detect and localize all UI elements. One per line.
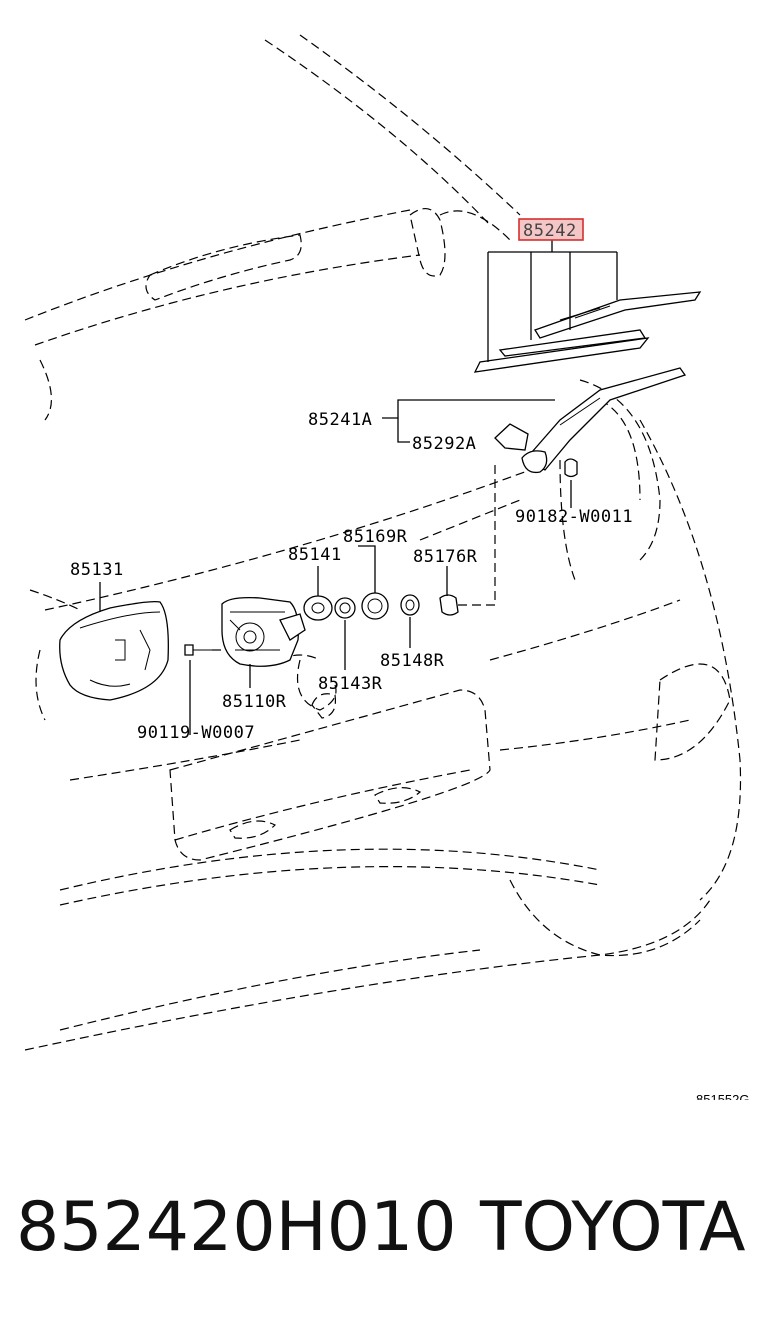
- cushion-85169r[interactable]: [361, 592, 389, 620]
- callout-90182-w0011[interactable]: 90182-W0011: [515, 507, 633, 527]
- arm-leader-lines: [382, 399, 572, 606]
- brand-name: TOYOTA: [480, 1188, 746, 1267]
- motor-cover[interactable]: [59, 600, 169, 701]
- callout-85242-label: 85242: [523, 221, 577, 241]
- grommet-85141[interactable]: [303, 595, 333, 621]
- callout-85148r[interactable]: 85148R: [380, 651, 445, 671]
- wiper-blade-leader-lines: [487, 240, 618, 362]
- callout-85292a[interactable]: 85292A: [412, 434, 476, 454]
- cap-85176r[interactable]: [439, 594, 459, 616]
- callout-85110r[interactable]: 85110R: [222, 692, 287, 712]
- parts-diagram: 85242 85241A 85292A 90182-W0011: [24, 34, 750, 1100]
- wiper-arm[interactable]: [521, 367, 687, 474]
- callout-85242[interactable]: 85242: [518, 218, 584, 241]
- motor-leader-lines: [99, 545, 448, 735]
- callout-90119-w0007[interactable]: 90119-W0007: [137, 723, 255, 743]
- callout-85131[interactable]: 85131: [70, 560, 124, 580]
- callout-85141[interactable]: 85141: [288, 545, 342, 565]
- bushing-85148r[interactable]: [400, 594, 420, 616]
- arm-cap[interactable]: [494, 423, 529, 451]
- callout-85241a[interactable]: 85241A: [308, 410, 372, 430]
- washer-85143r[interactable]: [334, 597, 356, 619]
- arm-nut[interactable]: [564, 458, 578, 478]
- motor-bolt[interactable]: [184, 644, 222, 656]
- diagram-ref-code: 851552G: [696, 1092, 750, 1100]
- callout-85143r[interactable]: 85143R: [318, 674, 383, 694]
- footer: 852420H010 TOYOTA: [0, 1180, 760, 1290]
- part-number: 852420H010: [16, 1188, 457, 1267]
- wiper-motor[interactable]: [221, 596, 306, 667]
- callout-85169r[interactable]: 85169R: [343, 527, 408, 547]
- wiper-blade[interactable]: [473, 291, 702, 373]
- callout-85176r[interactable]: 85176R: [413, 547, 478, 567]
